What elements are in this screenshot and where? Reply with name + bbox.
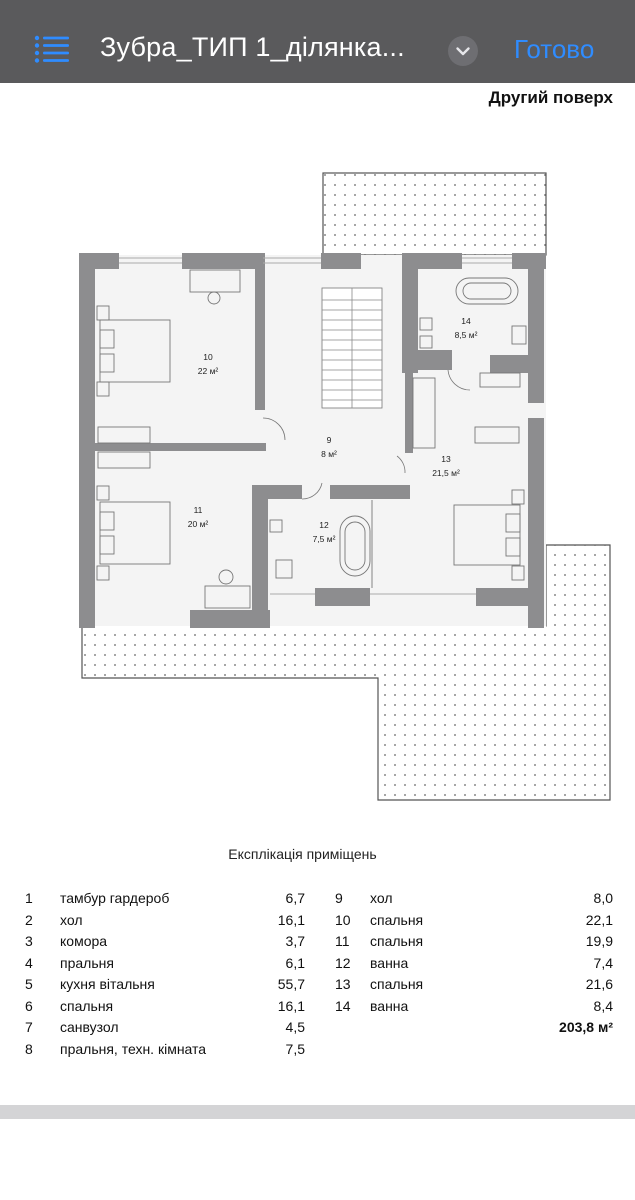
explication-title: Експлікація приміщень — [228, 846, 377, 862]
list-item: 8 пральня, техн. кімната 7,5 — [25, 1041, 305, 1063]
room-14-number: 14 — [461, 316, 471, 326]
list-item: 5 кухня вітальня 55,7 — [25, 976, 305, 998]
room-area: 22,1 — [585, 911, 613, 928]
list-item: 2 хол 16,1 — [25, 912, 305, 934]
room-area: 7,4 — [593, 954, 613, 971]
room-13-area: 21,5 м² — [432, 468, 460, 478]
room-number: 10 — [335, 911, 351, 928]
room-number: 9 — [335, 890, 343, 906]
room-area: 21,6 — [585, 976, 613, 992]
room-number: 3 — [25, 933, 33, 949]
done-button[interactable]: Готово — [514, 34, 595, 64]
list-icon[interactable] — [34, 34, 70, 64]
room-13-number: 13 — [441, 454, 451, 464]
room-name: кухня вітальня — [60, 976, 155, 992]
room-9-number: 9 — [327, 435, 332, 445]
room-10-area: 22 м² — [198, 366, 219, 376]
room-name: хол — [60, 911, 83, 928]
room-area: 55,7 — [277, 976, 305, 992]
room-number: 5 — [25, 976, 33, 992]
list-item: 1 тамбур гардероб 6,7 — [25, 890, 305, 912]
room-area: 3,7 — [285, 933, 305, 949]
list-item: 12 ванна 7,4 — [335, 955, 613, 977]
room-name: комора — [60, 933, 108, 949]
room-name: ванна — [370, 997, 409, 1014]
room-name: санвузол — [60, 1019, 119, 1035]
list-item: 14 ванна 8,4 — [335, 998, 613, 1020]
room-area: 6,1 — [285, 954, 305, 971]
room-name: спальня — [370, 976, 424, 992]
room-number: 7 — [25, 1019, 33, 1035]
furniture — [96, 269, 527, 609]
scroll-divider — [0, 1105, 635, 1119]
room-name: тамбур гардероб — [60, 890, 170, 906]
terrace-top — [322, 172, 547, 256]
room-14-area: 8,5 м² — [455, 330, 478, 340]
room-area: 16,1 — [277, 911, 305, 928]
room-area: 19,9 — [585, 933, 613, 949]
room-number: 14 — [335, 997, 351, 1014]
list-item: 4 пральня 6,1 — [25, 955, 305, 977]
room-area: 4,5 — [285, 1019, 305, 1035]
room-number: 13 — [335, 976, 351, 992]
list-item: 11 спальня 19,9 — [335, 933, 613, 955]
list-item: 9 хол 8,0 — [335, 890, 613, 912]
list-item: 7 санвузол 4,5 — [25, 1019, 305, 1041]
room-name: пральня, техн. кімната — [60, 1040, 207, 1057]
room-number: 11 — [335, 933, 350, 949]
room-name: спальня — [370, 933, 424, 949]
chevron-down-icon[interactable] — [448, 36, 478, 66]
room-11-number: 11 — [194, 505, 203, 515]
total-area: 203,8 м² — [559, 1019, 613, 1035]
room-area: 8,4 — [593, 997, 613, 1014]
floor-plan: 10 22 м² 9 8 м² 14 8,5 м² 13 21,5 м² 11 … — [79, 172, 611, 801]
room-name: ванна — [370, 954, 409, 971]
document-title: Зубра_ТИП 1_ділянка... — [100, 32, 405, 62]
room-12-number: 12 — [319, 520, 329, 530]
room-number: 2 — [25, 911, 33, 928]
room-name: спальня — [370, 911, 424, 928]
room-number: 1 — [25, 890, 33, 906]
list-item: 6 спальня 16,1 — [25, 998, 305, 1020]
room-name: хол — [370, 890, 393, 906]
list-item: 3 комора 3,7 — [25, 933, 305, 955]
floor-title: Другий поверх — [488, 88, 613, 107]
room-10-number: 10 — [203, 352, 213, 362]
room-12-area: 7,5 м² — [313, 534, 336, 544]
room-name: спальня — [60, 997, 114, 1014]
room-name: пральня — [60, 954, 114, 971]
room-area: 6,7 — [285, 890, 305, 906]
room-area: 8,0 — [593, 890, 613, 906]
explication-list-right: 9 хол 8,0 10 спальня 22,1 11 спальня 19,9 12 ва… — [335, 890, 613, 1019]
walls — [79, 253, 546, 628]
list-item: 10 спальня 22,1 — [335, 912, 613, 934]
room-number: 8 — [25, 1040, 33, 1057]
room-number: 4 — [25, 954, 33, 971]
room-number: 12 — [335, 954, 351, 971]
list-item: 13 спальня 21,6 — [335, 976, 613, 998]
room-11-area: 20 м² — [188, 519, 209, 529]
room-9-area: 8 м² — [321, 449, 337, 459]
nav-bar: Зубра_ТИП 1_ділянка... Готово — [0, 0, 635, 83]
room-area: 16,1 — [277, 997, 305, 1014]
room-number: 6 — [25, 997, 33, 1014]
room-area: 7,5 — [285, 1040, 305, 1057]
